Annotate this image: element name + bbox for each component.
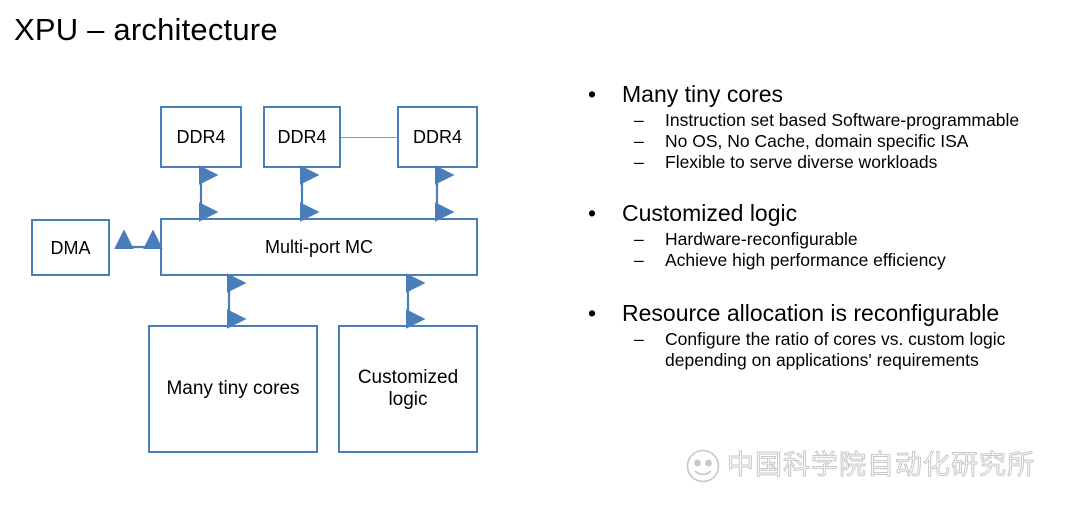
page-title: XPU – architecture (14, 12, 278, 47)
sub-bullet-marker: – (634, 131, 644, 151)
diagram-node-ddr4-2: DDR4 (263, 106, 341, 168)
diagram-node-ddr4-1: DDR4 (160, 106, 242, 168)
bullet-level1-text: Many tiny cores (622, 81, 784, 107)
bullet-level2-text: Hardware-reconfigurable (665, 229, 858, 249)
sub-bullet-marker: – (634, 329, 644, 349)
architecture-diagram: DDR4 DDR4 DDR4 DMA Multi-port MC Many ti… (31, 106, 478, 453)
bullet-list: • Many tiny cores – Instruction set base… (578, 80, 1073, 371)
watermark-text: 中国科学院自动化研究所 (727, 450, 1035, 481)
bullet-level2-text: Instruction set based Software-programma… (665, 110, 1020, 130)
bullet-marker: • (588, 300, 597, 326)
sub-bullet-list: – Configure the ratio of cores vs. custo… (578, 329, 1073, 371)
bullet-level2: – Flexible to serve diverse workloads (578, 152, 1073, 173)
node-label: DDR4 (412, 127, 462, 147)
diagram-node-dma: DMA (31, 219, 110, 276)
bullet-group-many-tiny-cores: • Many tiny cores – Instruction set base… (578, 80, 1073, 173)
bullet-marker: • (588, 200, 597, 226)
bullet-level2: – Achieve high performance efficiency (578, 250, 1073, 271)
sub-bullet-marker: – (634, 152, 644, 172)
node-label: DDR4 (277, 127, 327, 147)
diagram-node-multi-port-mc: Multi-port MC (160, 218, 478, 276)
bullet-group-customized-logic: • Customized logic – Hardware-reconfigur… (578, 199, 1073, 271)
node-label: DDR4 (176, 127, 226, 147)
sub-bullet-marker: – (634, 229, 644, 249)
bullet-level2: – Hardware-reconfigurable (578, 229, 1073, 250)
sub-bullet-marker: – (634, 110, 644, 130)
bullet-level2-text: No OS, No Cache, domain specific ISA (665, 131, 969, 151)
node-label: Multi-port MC (264, 237, 373, 257)
watermark: 中国科学院自动化研究所 (686, 449, 1035, 483)
bullet-level2: – Instruction set based Software-program… (578, 110, 1073, 131)
diagram-node-customized-logic: Customized logic (338, 325, 478, 453)
bullet-level1-text: Resource allocation is reconfigurable (622, 300, 1000, 326)
circular-institute-logo-icon (686, 449, 720, 483)
diagram-node-many-tiny-cores: Many tiny cores (148, 325, 318, 453)
bullet-level1: • Resource allocation is reconfigurable (578, 299, 1073, 327)
bullet-level1: • Customized logic (578, 199, 1073, 227)
bullet-level2-text: Achieve high performance efficiency (665, 250, 946, 270)
sub-bullet-list: – Instruction set based Software-program… (578, 110, 1073, 173)
bullet-marker: • (588, 81, 597, 107)
bullet-level2-text: Configure the ratio of cores vs. custom … (665, 329, 1006, 370)
bullet-group-resource-allocation: • Resource allocation is reconfigurable … (578, 299, 1073, 371)
sub-bullet-list: – Hardware-reconfigurable – Achieve high… (578, 229, 1073, 271)
node-label: Customized logic (357, 367, 459, 410)
diagram-node-ddr4-3: DDR4 (397, 106, 478, 168)
node-label: Many tiny cores (166, 378, 300, 399)
connector-line-ddr4-2-to-ddr4-3 (341, 137, 397, 138)
bullet-level1: • Many tiny cores (578, 80, 1073, 108)
sub-bullet-marker: – (634, 250, 644, 270)
bullet-level2: – Configure the ratio of cores vs. custo… (578, 329, 1073, 371)
bullet-level2: – No OS, No Cache, domain specific ISA (578, 131, 1073, 152)
bullet-level1-text: Customized logic (622, 200, 798, 226)
bullet-level2-text: Flexible to serve diverse workloads (665, 152, 938, 172)
node-label: DMA (50, 237, 91, 258)
